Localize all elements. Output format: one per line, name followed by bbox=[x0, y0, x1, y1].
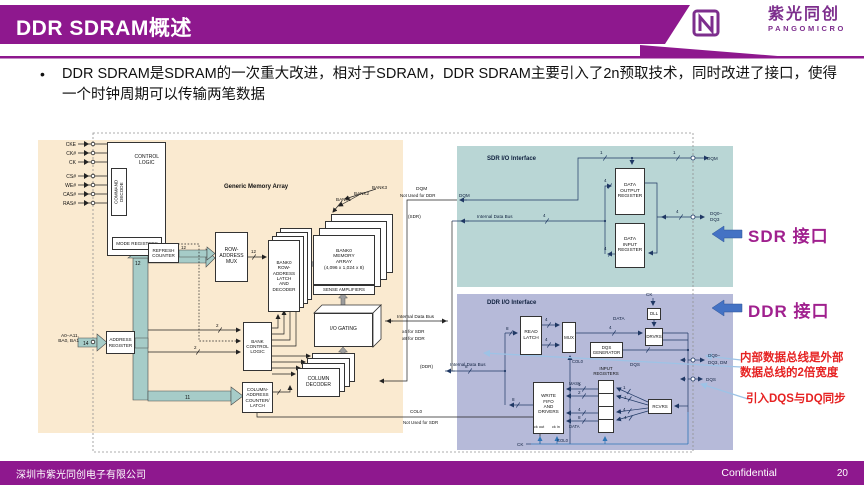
note-dqs-sync: 引入DQS与DQ同步 bbox=[746, 393, 846, 405]
col0-mid-sub: Not Used for SDR bbox=[403, 420, 438, 425]
dll-box: DLL bbox=[647, 308, 661, 320]
logo-cn-text: 紫光同创 bbox=[768, 6, 841, 23]
io-gating-box: I/O GATING bbox=[314, 313, 373, 347]
column-decoder-box: COLUMN DECODER bbox=[297, 368, 340, 397]
bullet-text: DDR SDRAM是SDRAM的一次重大改进，相对于SDRAM，DDR SDRA… bbox=[62, 66, 837, 104]
ddr-interface-callout: DDR 接口 bbox=[748, 302, 830, 321]
mux-box: MUX bbox=[562, 322, 576, 353]
address-input-label: A0–A11, BA0, BA1 bbox=[58, 334, 79, 344]
input-registers-label: INPUT REGISTERS bbox=[593, 366, 619, 376]
dqm-mid-sub: Not Used for DDR bbox=[400, 193, 435, 198]
drvrs-box: DRVRS bbox=[645, 328, 663, 346]
memory-array-box: BANK0 MEMORY ARRAY (4,096 x 1,024 x 8) bbox=[313, 235, 375, 285]
pangomicro-logo-icon bbox=[692, 9, 720, 37]
sdr-io-panel bbox=[457, 146, 733, 287]
input-registers-divider-2 bbox=[598, 406, 614, 407]
read-latch-box: READ LATCH bbox=[520, 316, 542, 355]
ddr-tag: (DDR) bbox=[420, 364, 433, 369]
note-bus-width-line2: 数据总线的2倍宽度 bbox=[740, 367, 839, 379]
row-latch-box: BANK0 ROW- ADDRESS LATCH AND DECODER bbox=[268, 240, 300, 312]
row-address-mux-box: ROW- ADDRESS MUX bbox=[215, 232, 248, 282]
column-address-counter-box: COLUMN- ADDRESS COUNTER/ LATCH bbox=[242, 382, 273, 413]
refresh-counter-box: REFRESH COUNTER bbox=[148, 243, 179, 263]
bullet-marker: • bbox=[40, 66, 45, 82]
page-title: DDR SDRAM概述 bbox=[16, 17, 192, 40]
sdr-tag: (SDR) bbox=[408, 214, 421, 219]
x8-ddr-label: x8 for DDR bbox=[402, 336, 425, 341]
footer-page-number: 20 bbox=[836, 467, 848, 479]
dqm-mid-label: DQM bbox=[416, 186, 427, 192]
input-registers-divider-1 bbox=[598, 393, 614, 394]
sdr-interface-callout: SDR 接口 bbox=[748, 227, 829, 246]
note-bus-width-line1: 内部数据总线是外部 bbox=[740, 352, 844, 364]
data-output-register-box: DATA OUTPUT REGISTER bbox=[615, 168, 645, 215]
col0-mid-label: COL0 bbox=[410, 409, 422, 414]
logo-en-text: PANGOMICRO bbox=[768, 24, 846, 33]
rcvrs-box: RCVRS bbox=[648, 399, 672, 414]
ck-out-label: ck out bbox=[534, 425, 545, 429]
ck-in-label: ck in bbox=[552, 425, 560, 429]
footer-confidential: Confidential bbox=[721, 467, 777, 479]
dqs-generator-box: DQS GENERATOR bbox=[590, 342, 623, 358]
command-decode-box: COMMAND DECODE bbox=[111, 168, 127, 216]
pangomicro-logo: 紫光同创 PANGOMICRO bbox=[768, 7, 846, 33]
bank-control-logic-box: BANK CONTROL LOGIC bbox=[243, 322, 272, 371]
sense-amplifiers-box: SENSE AMPLIFIERS bbox=[313, 285, 375, 295]
footer-bar: 深圳市紫光同创电子有限公司 Confidential 20 bbox=[0, 461, 864, 485]
data-input-register-box: DATA INPUT REGISTER bbox=[615, 223, 645, 268]
footer-company: 深圳市紫光同创电子有限公司 bbox=[16, 469, 146, 481]
x4-sdr-label: x4 for SDR bbox=[402, 329, 425, 334]
address-register-box: ADDRESS REGISTER bbox=[106, 331, 135, 354]
input-registers-divider-3 bbox=[598, 419, 614, 420]
